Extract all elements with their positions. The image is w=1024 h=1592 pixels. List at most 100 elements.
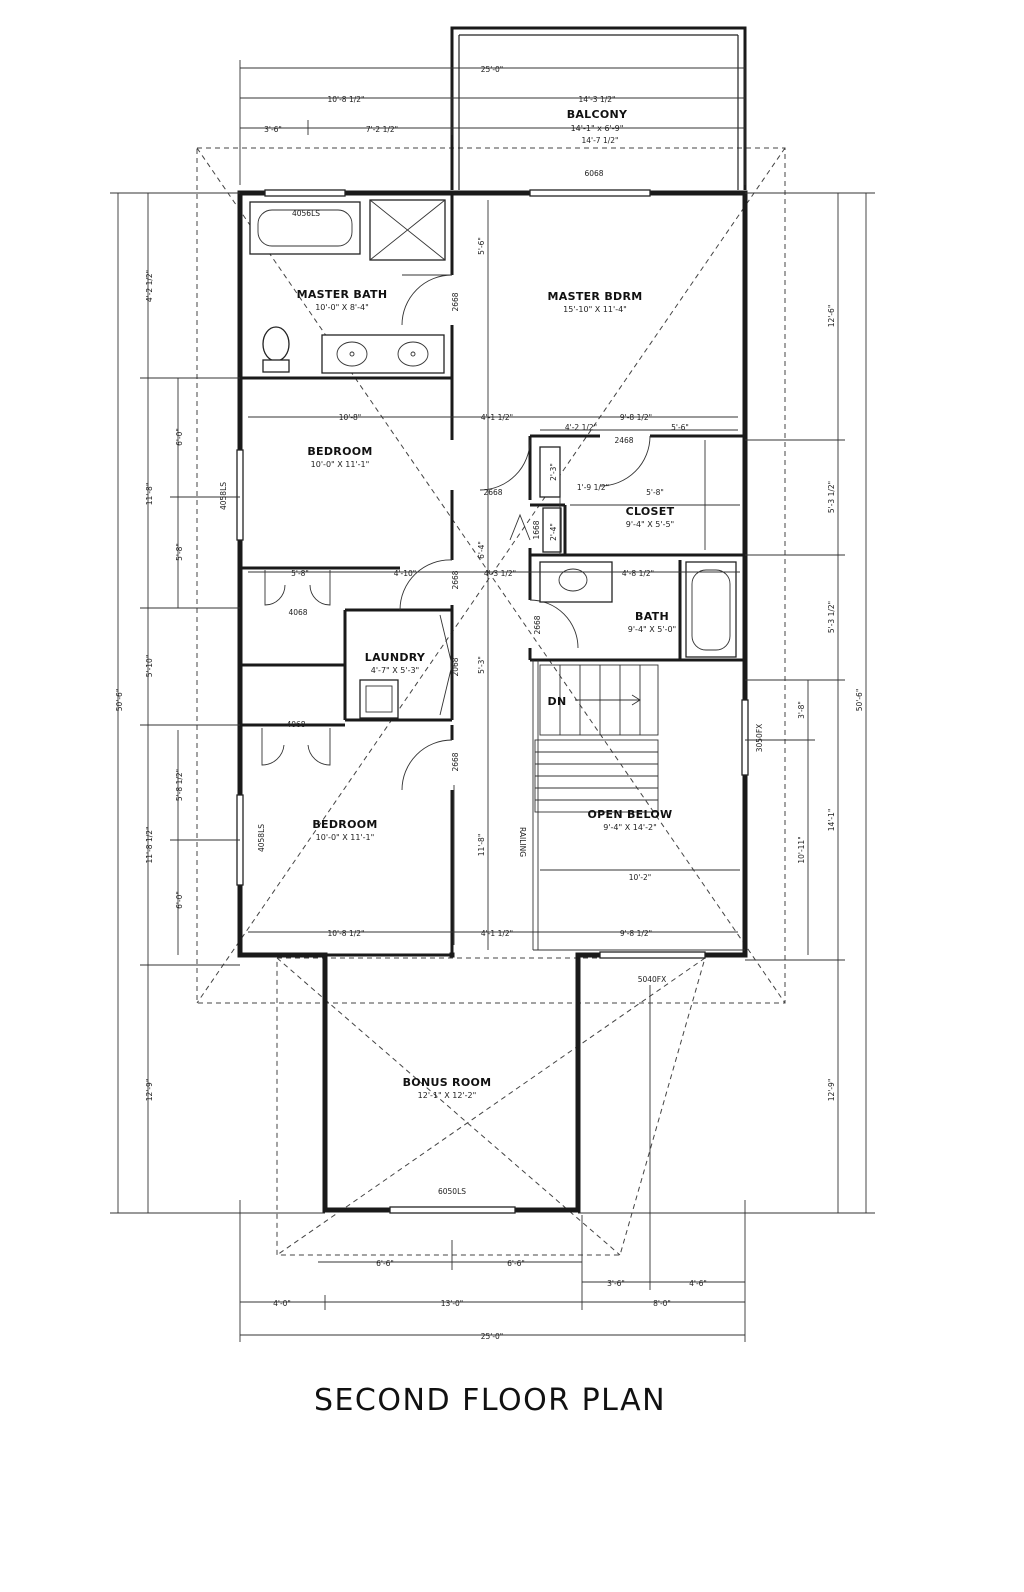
dim-bottom-5: 4'-0": [273, 1299, 291, 1308]
room-name-bedroom-upper: BEDROOM: [307, 445, 372, 458]
dim-right-e: 12'-9": [827, 1079, 836, 1102]
dim-right-total: 50'-6": [855, 689, 864, 712]
tag-door-closet-small: 1668: [532, 520, 541, 539]
dim-bottom-row-3: 9'-8 1/2": [620, 929, 652, 938]
tag-door-bedroom-lower-closet: 4068: [286, 720, 305, 729]
dim-bottom-total: 25'-0": [481, 1332, 504, 1341]
dim-top-right: 14'-3 1/2": [579, 95, 616, 104]
room-name-open-below: OPEN BELOW: [588, 808, 673, 821]
dim-right-d: 14'-1": [827, 809, 836, 832]
dimension-texts: 25'-0" 10'-8 1/2" 14'-3 1/2" 3'-6" 7'-2 …: [115, 65, 864, 1341]
dim-bottom-1: 6'-6": [376, 1259, 394, 1268]
room-size-bath: 9'-4" X 5'-0": [628, 625, 676, 634]
dim-interior-14: 6'-4": [477, 541, 486, 559]
dim-left-a: 4'-2 1/2": [145, 270, 154, 302]
fixtures: [359, 440, 740, 719]
dim-bottom-row-1: 10'-8 1/2": [328, 929, 365, 938]
room-size-balcony: 14'-1" x 6'-9": [571, 124, 624, 133]
room-name-balcony: BALCONY: [567, 108, 628, 121]
room-name-bath: BATH: [635, 610, 669, 623]
tag-door-laundry: 2068: [451, 657, 460, 676]
tag-door-bedroom-lower: 2668: [451, 752, 460, 771]
dim-bottom-7: 8'-0": [653, 1299, 671, 1308]
dim-left-b2: 5'-8": [175, 543, 184, 561]
tag-window-bonus: 6050LS: [438, 1187, 466, 1196]
tag-window-bedroom-lower: 4058LS: [257, 824, 266, 852]
dim-right-b: 5'-3 1/2": [827, 481, 836, 513]
dim-left-d1: 5'-8 1/2": [175, 769, 184, 801]
dim-interior-6: 1'-9 1/2": [577, 483, 609, 492]
dim-interior-12: 4'-3 1/2": [484, 569, 516, 578]
dim-top-sub1: 3'-6": [264, 125, 282, 134]
stair-down-label: DN: [548, 695, 567, 708]
tag-door-bedroom-upper: 2668: [451, 570, 460, 589]
dimension-lines: [110, 60, 875, 1342]
dim-master-height: 5'-6": [477, 237, 486, 255]
dim-left-d: 11'-8 1/2": [145, 827, 154, 864]
room-name-bedroom-lower: BEDROOM: [312, 818, 377, 831]
dim-interior-8: 2'-3": [549, 463, 558, 481]
dim-interior-1: 10'-8": [339, 413, 362, 422]
tag-window-stair: 3050FX: [755, 724, 764, 753]
dim-bottom-row-2: 4'-1 1/2": [481, 929, 513, 938]
room-size-bedroom-upper: 10'-0" X 11'-1": [311, 460, 370, 469]
dim-interior-17: 11'-8": [477, 834, 486, 857]
dim-interior-11: 4'-10": [394, 569, 417, 578]
opening-tags: 4056LS 6068 2668 2668 2468 1668 4058LS 2…: [219, 169, 764, 1196]
dim-right-d1: 3'-8": [797, 701, 806, 719]
room-size-open-below: 9'-4" X 14'-2": [603, 823, 657, 832]
dim-interior-4: 4'-2 1/2": [565, 423, 597, 432]
dim-right-c: 5'-3 1/2": [827, 601, 836, 633]
tag-door-balcony: 6068: [584, 169, 603, 178]
room-labels: BALCONY 14'-1" x 6'-9" MASTER BATH 10'-0…: [297, 108, 677, 1100]
room-name-bonus-room: BONUS ROOM: [403, 1076, 492, 1089]
dim-interior-2: 4'-1 1/2": [481, 413, 513, 422]
tag-window-rear: 5040FX: [638, 975, 667, 984]
railing-label: RAILING: [518, 827, 527, 857]
dim-left-b1: 6'-0": [175, 428, 184, 446]
dim-top-sub2: 7'-2 1/2": [366, 125, 398, 134]
dim-interior-5: 5'-6": [671, 423, 689, 432]
dim-interior-7: 5'-8": [646, 488, 664, 497]
dim-bottom-6: 13'-0": [441, 1299, 464, 1308]
windows: [236, 189, 749, 1214]
exterior-walls: [237, 190, 748, 1213]
room-name-master-bdrm: MASTER BDRM: [548, 290, 643, 303]
dim-interior-16: 10'-2": [629, 873, 652, 882]
dim-left-d2: 6'-0": [175, 891, 184, 909]
room-size-master-bath: 10'-0" X 8'-4": [315, 303, 369, 312]
room-size-laundry: 4'-7" X 5'-3": [371, 666, 419, 675]
room-size-bedroom-lower: 10'-0" X 11'-1": [316, 833, 375, 842]
room-name-master-bath: MASTER BATH: [297, 288, 388, 301]
tag-window-bedroom-upper: 4058LS: [219, 482, 228, 510]
tag-door-master-bath: 2668: [451, 292, 460, 311]
dim-left-b: 11'-8": [145, 483, 154, 506]
dim-interior-13: 4'-8 1/2": [622, 569, 654, 578]
dim-bottom-3: 3'-6": [607, 1279, 625, 1288]
tag-window-master-bath: 4056LS: [292, 209, 320, 218]
dim-top-total: 25'-0": [481, 65, 504, 74]
master-bath-fixtures: [249, 199, 453, 374]
room-size-closet: 9'-4" X 5'-5": [626, 520, 674, 529]
dim-left-c: 5'-10": [145, 655, 154, 678]
room-name-laundry: LAUNDRY: [365, 651, 426, 664]
dim-left-total: 50'-6": [115, 689, 124, 712]
plan-title: SECOND FLOOR PLAN: [314, 1383, 666, 1418]
dim-left-e: 12'-9": [145, 1079, 154, 1102]
room-size-bonus-room: 12'-1" X 12'-2": [418, 1091, 477, 1100]
doors: [261, 435, 651, 791]
dim-top-sub3: 14'-7 1/2": [582, 136, 619, 145]
tag-door-closet: 2468: [614, 436, 633, 445]
roof-outline: [196, 147, 786, 1256]
dim-interior-3: 9'-8 1/2": [620, 413, 652, 422]
dim-top-left: 10'-8 1/2": [328, 95, 365, 104]
room-name-closet: CLOSET: [626, 505, 675, 518]
dim-bottom-2: 6'-6": [507, 1259, 525, 1268]
tag-door-hall: 2668: [483, 488, 502, 497]
tag-door-bath: 2668: [533, 615, 542, 634]
dim-interior-9: 2'-4": [549, 523, 558, 541]
dim-interior-10: 5'-8": [291, 569, 309, 578]
room-size-master-bdrm: 15'-10" X 11'-4": [563, 305, 627, 314]
